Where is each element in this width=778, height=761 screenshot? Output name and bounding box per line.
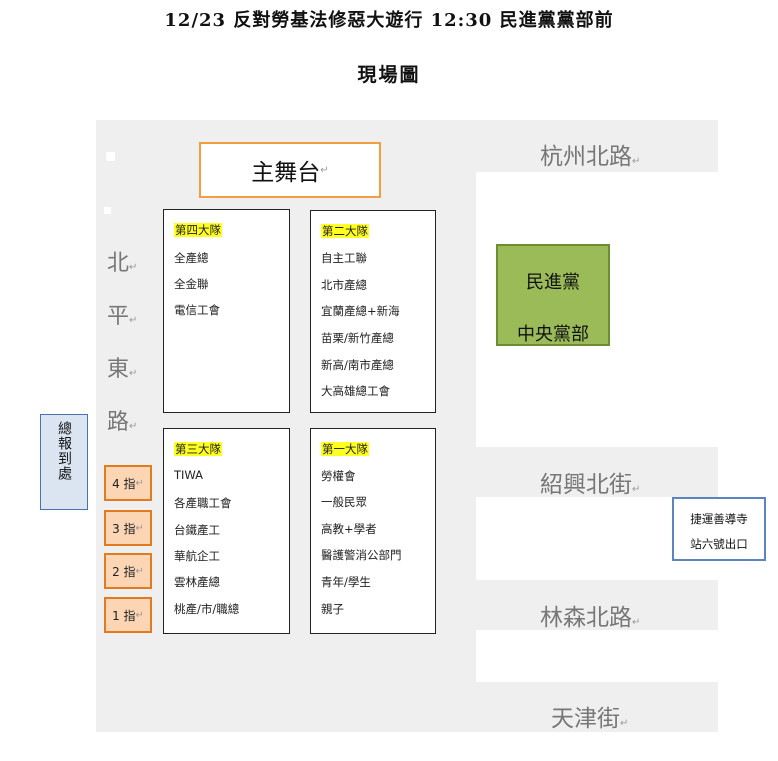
team-member: 親子 [321, 602, 344, 616]
team-member: 台鐵產工 [174, 523, 220, 537]
main-stage: 主舞台↵ [199, 142, 381, 198]
commander-2: 2 指↵ [104, 553, 152, 589]
check-in-desk: 總報到處 [40, 414, 88, 510]
page-title: 12/23 反對勞基法修惡大遊行 12:30 民進黨黨部前 [164, 10, 614, 31]
mrt-label: 站六號出口 [690, 537, 748, 551]
road-label-linsen: 林森北路↵ [540, 605, 641, 631]
team-4: 第四大隊 全產總 全金聯 電信工會 [163, 209, 290, 413]
team-member: TIWA [174, 468, 204, 482]
team-member: 各產職工會 [174, 496, 232, 510]
team-member: 大高雄總工會 [321, 384, 390, 398]
commander-4: 4 指↵ [104, 465, 152, 501]
team-3: 第三大隊 TIWA 各產職工會 台鐵產工 華航企工 雲林產總 桃產/市/職總 [163, 428, 290, 634]
team-member: 桃產/市/職總 [174, 602, 240, 616]
road-label-char: 路↵ [107, 410, 138, 435]
commander-1: 1 指↵ [104, 597, 152, 633]
team-member: 華航企工 [174, 549, 220, 563]
road-label-char: 東↵ [107, 357, 138, 382]
dpp-headquarters: 民進黨 中央黨部 [496, 244, 610, 346]
team-member: 苗栗/新竹產總 [321, 331, 394, 345]
road-label-hangzhou: 杭州北路↵ [540, 144, 641, 170]
team-member: 青年/學生 [321, 575, 371, 589]
road-linsen-n [476, 580, 718, 630]
team-member: 宜蘭產總+新海 [321, 304, 400, 318]
road-shaoxing-n [476, 447, 718, 497]
team-name: 第四大隊 [174, 223, 222, 237]
team-name: 第二大隊 [321, 224, 369, 238]
road-hangzhou-n [476, 120, 718, 172]
team-name: 第三大隊 [174, 442, 222, 456]
team-1: 第一大隊 勞權會 一般民眾 高教+學者 醫護警消公部門 青年/學生 親子 [310, 428, 436, 634]
team-member: 北市產總 [321, 278, 367, 292]
road-label-tianjin: 天津街↵ [551, 706, 629, 732]
road-label-beiping-east: 北↵ [107, 251, 138, 276]
team-member: 全金聯 [174, 277, 209, 291]
dpp-label: 民進黨 [526, 272, 580, 293]
commander-3: 3 指↵ [104, 510, 152, 546]
team-member: 新高/南市產總 [321, 358, 394, 372]
team-member: 雲林產總 [174, 575, 220, 589]
team-member: 高教+學者 [321, 522, 377, 536]
team-member: 勞權會 [321, 469, 356, 483]
mrt-exit: 捷運善導寺 站六號出口 [672, 497, 766, 561]
team-2: 第二大隊 自主工聯 北市產總 宜蘭產總+新海 苗栗/新竹產總 新高/南市產總 大… [310, 210, 436, 413]
map-dot [104, 207, 111, 214]
map-dot [106, 152, 115, 161]
team-member: 全產總 [174, 251, 209, 265]
team-member: 醫護警消公部門 [321, 548, 402, 562]
road-label-char: 平↵ [107, 304, 138, 329]
dpp-label: 中央黨部 [517, 324, 589, 345]
road-label-shaoxing: 紹興北街↵ [540, 472, 641, 498]
road-tianjin [476, 682, 718, 732]
team-member: 一般民眾 [321, 495, 367, 509]
team-member: 自主工聯 [321, 251, 367, 265]
mrt-label: 捷運善導寺 [690, 512, 748, 526]
page-subtitle: 現場圖 [357, 64, 421, 86]
team-name: 第一大隊 [321, 442, 369, 456]
team-member: 電信工會 [174, 303, 220, 317]
